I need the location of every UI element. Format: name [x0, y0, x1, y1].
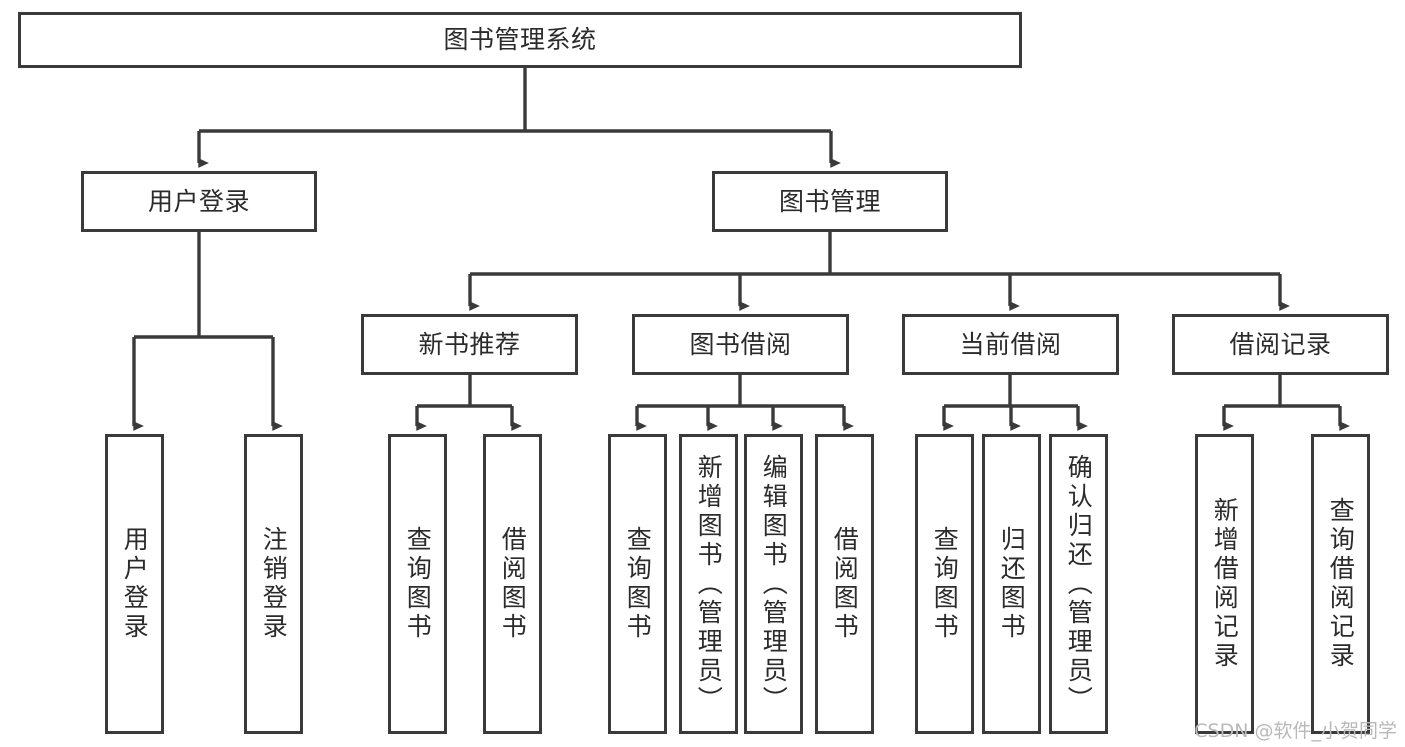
node-root-system[interactable]: 图书管理系统 [18, 12, 1022, 68]
leaf-confirm-return-admin[interactable]: 确认归还（管理员） [1049, 434, 1108, 734]
leaf-label: 注销登录 [259, 526, 289, 642]
leaf-label: 借阅图书 [498, 526, 528, 642]
leaf-label: 借阅图书 [830, 526, 860, 642]
leaf-return-book[interactable]: 归还图书 [982, 434, 1041, 734]
edge-newbook-to-leaves [415, 375, 522, 431]
leaf-label: 归还图书 [997, 526, 1027, 642]
node-user-login[interactable]: 用户登录 [81, 171, 317, 232]
node-borrow-record[interactable]: 借阅记录 [1172, 314, 1389, 375]
leaf-label: 确认归还（管理员） [1064, 453, 1094, 715]
leaf-label: 新增借阅记录 [1210, 497, 1240, 671]
leaf-label: 新增图书（管理员） [694, 453, 724, 715]
leaf-edit-book-admin[interactable]: 编辑图书（管理员） [744, 434, 803, 734]
edge-userlogin-to-leaves [132, 232, 283, 431]
leaf-query-book-current[interactable]: 查询图书 [915, 434, 974, 734]
watermark-text: CSDN @软件_小贺同学 [1194, 720, 1397, 742]
leaf-borrow-book[interactable]: 借阅图书 [815, 434, 874, 734]
leaf-add-borrow-record[interactable]: 新增借阅记录 [1195, 434, 1254, 734]
node-book-manage[interactable]: 图书管理 [712, 171, 948, 232]
leaf-label: 用户登录 [120, 526, 150, 642]
node-new-book-recommend[interactable]: 新书推荐 [361, 314, 578, 375]
leaf-label: 查询图书 [930, 526, 960, 642]
node-current-borrow[interactable]: 当前借阅 [902, 314, 1119, 375]
node-book-borrow[interactable]: 图书借阅 [632, 314, 849, 375]
leaf-query-book-borrow[interactable]: 查询图书 [608, 434, 667, 734]
leaf-label: 查询图书 [623, 526, 653, 642]
leaf-logout[interactable]: 注销登录 [244, 434, 303, 734]
leaf-query-book-newbook[interactable]: 查询图书 [388, 434, 447, 734]
leaf-user-login[interactable]: 用户登录 [105, 434, 164, 734]
leaf-label: 编辑图书（管理员） [759, 453, 789, 715]
edge-borrowrecord-to-leaves [1222, 375, 1350, 431]
leaf-label: 查询借阅记录 [1326, 497, 1356, 671]
leaf-label: 查询图书 [403, 526, 433, 642]
edge-currentborrow-to-leaves [942, 375, 1088, 431]
leaf-query-borrow-record[interactable]: 查询借阅记录 [1311, 434, 1370, 734]
edge-bookmanage-to-level3 [468, 232, 1290, 311]
edge-root-to-level2 [197, 68, 841, 168]
edge-bookborrow-to-leaves [635, 375, 854, 431]
leaf-borrow-book-newbook[interactable]: 借阅图书 [483, 434, 542, 734]
leaf-add-book-admin[interactable]: 新增图书（管理员） [679, 434, 738, 734]
